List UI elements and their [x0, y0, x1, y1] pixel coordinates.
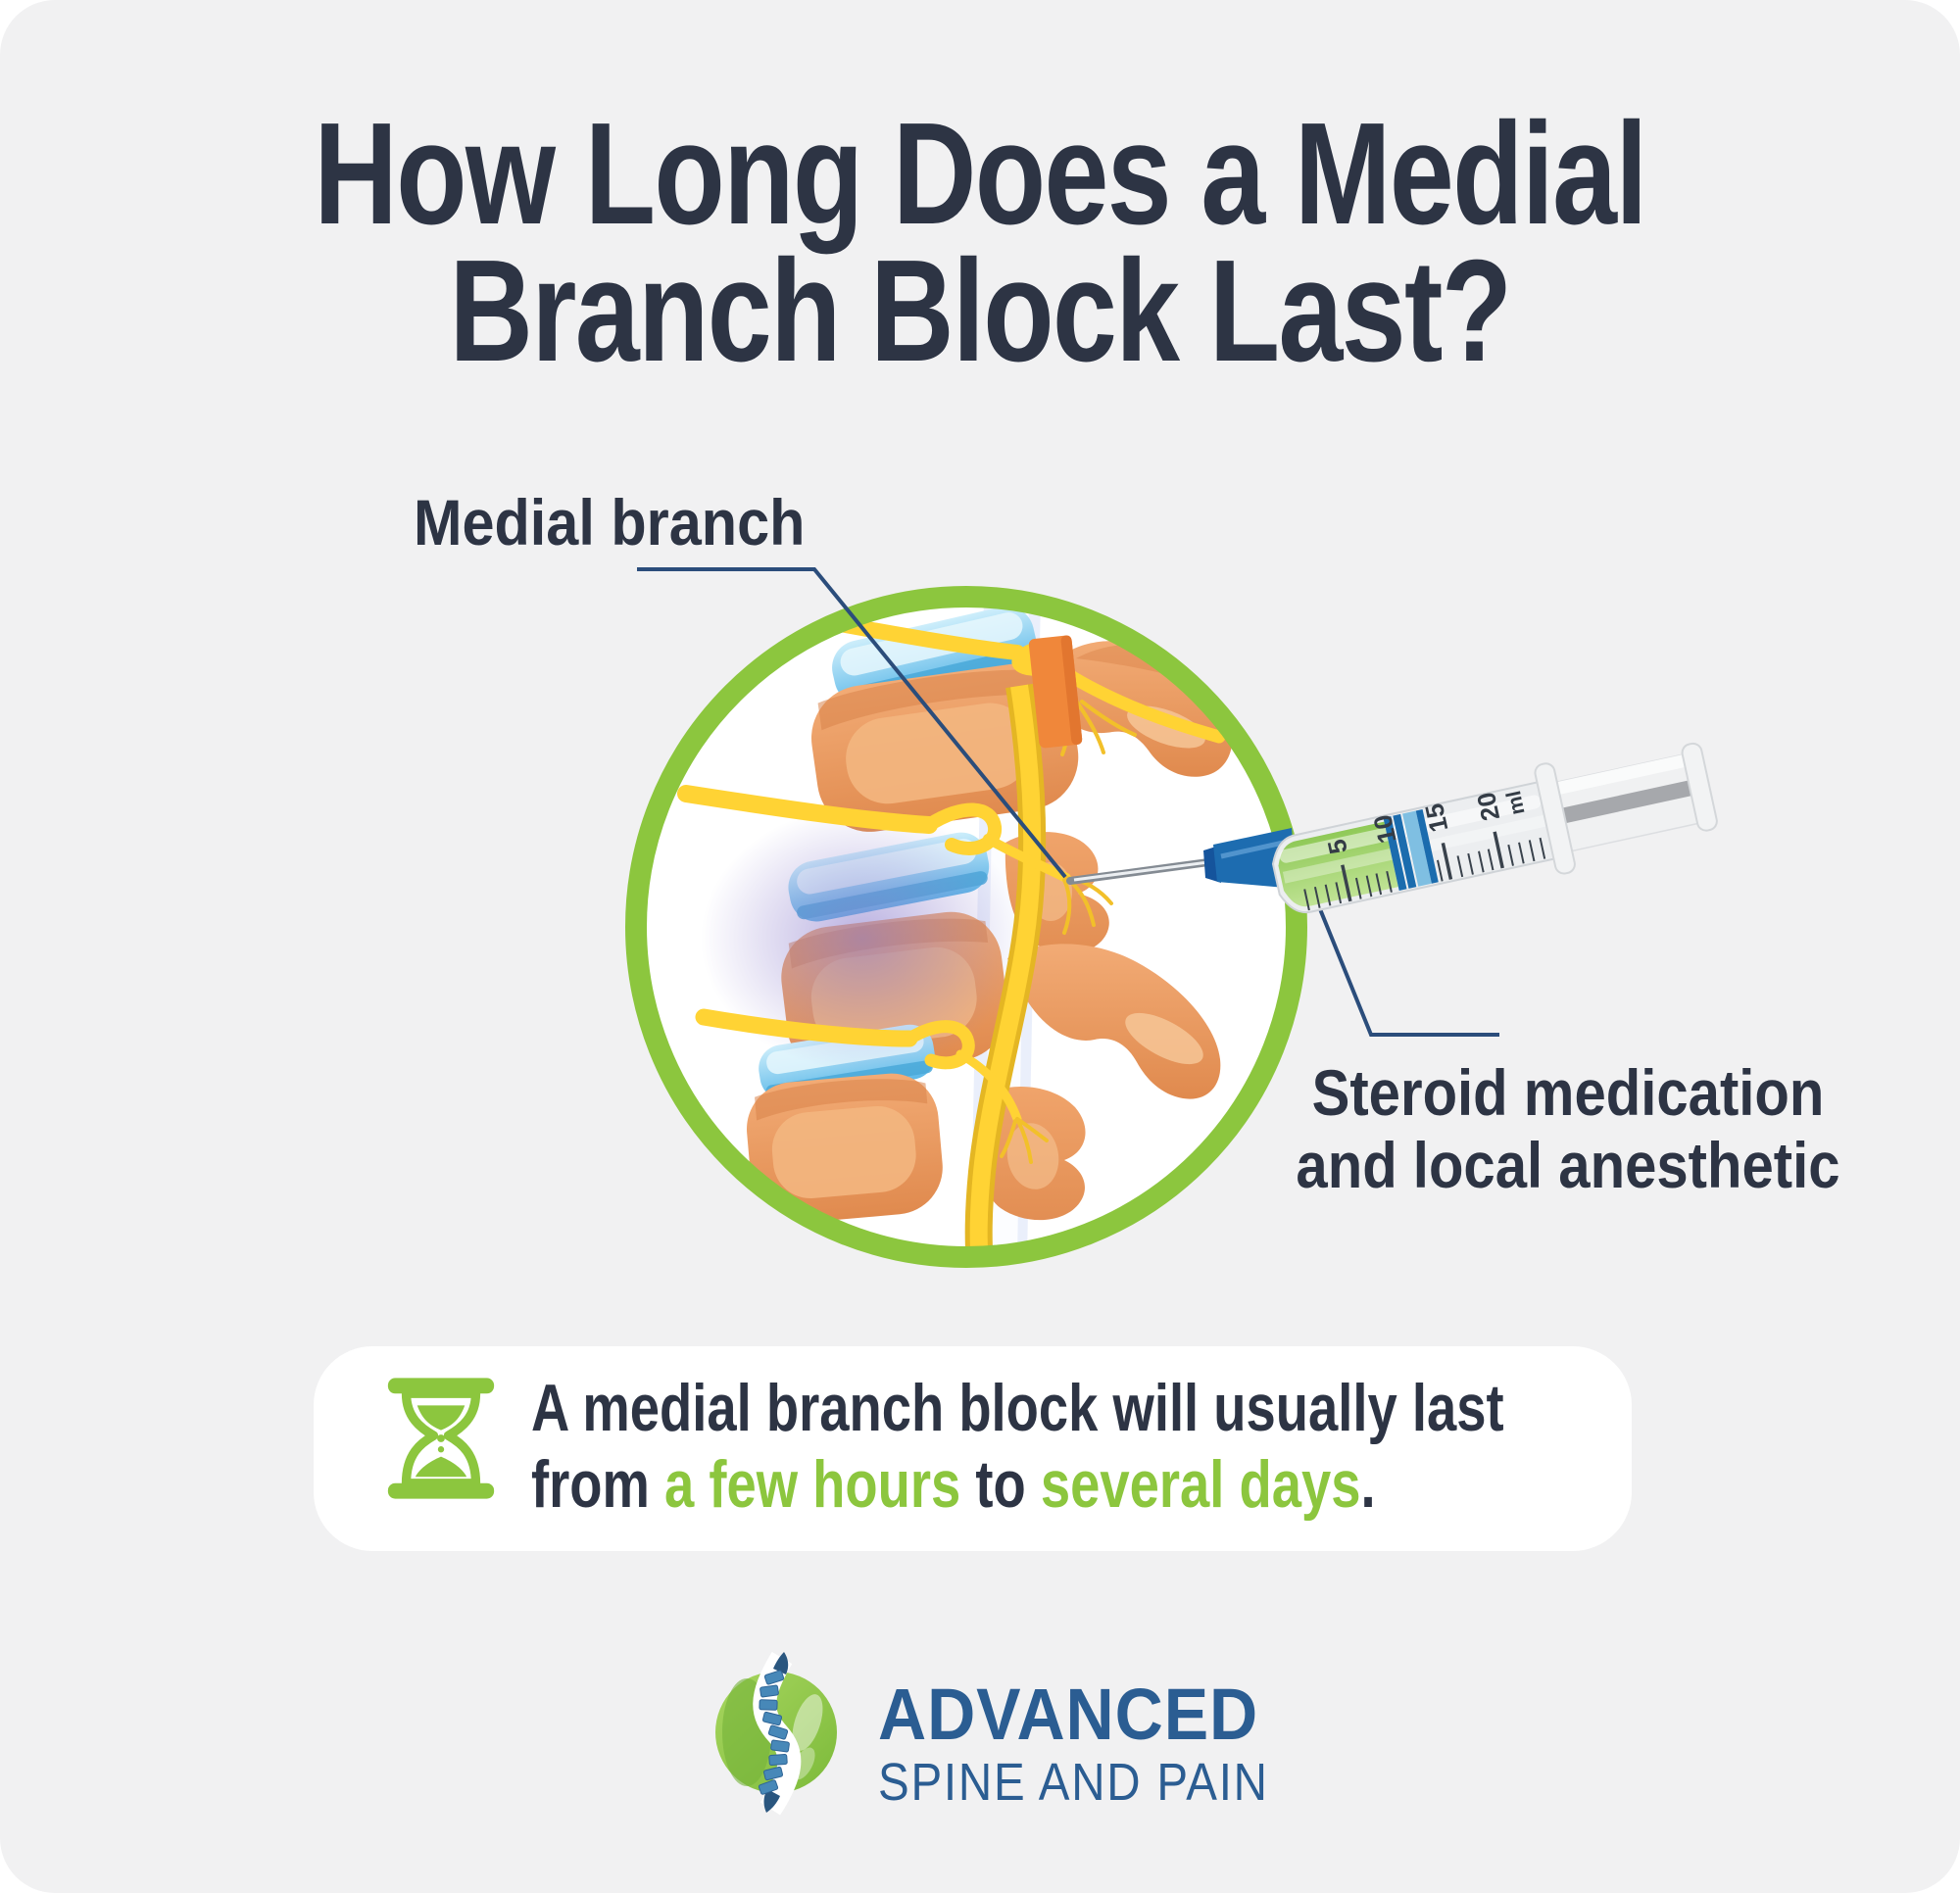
scale-label-15: 15 — [1419, 801, 1453, 835]
medial-branch-label: Medial branch — [414, 486, 806, 558]
pain-glow — [701, 806, 1024, 1071]
syringe: 5 10 15 20 ml — [1271, 742, 1718, 914]
duration-several-days: several days — [1040, 1447, 1361, 1522]
duration-few-hours: a few hours — [664, 1447, 961, 1522]
title-line2: Branch Block Last? — [449, 230, 1512, 392]
plunger-seal — [1383, 808, 1439, 891]
plunger-thumb-rest — [1681, 742, 1718, 832]
barrel-flange — [1534, 762, 1576, 875]
leader-line-steroid — [1314, 898, 1499, 1037]
nerve-bottom — [695, 1008, 918, 1047]
lower-transverse-process — [1007, 944, 1221, 1099]
medial-branch-nerve — [983, 834, 1071, 883]
hourglass-icon — [387, 1378, 495, 1499]
scale-label-10: 10 — [1367, 812, 1401, 847]
needle — [1066, 856, 1227, 885]
green-ring — [625, 586, 1307, 1268]
title-line1: How Long Does a Medial — [314, 93, 1647, 255]
spine-art — [677, 604, 1233, 1250]
pedicle-bar — [1028, 635, 1083, 749]
syringe-scale — [1303, 831, 1546, 911]
summary-line1: A medial branch block will usually last — [531, 1371, 1504, 1445]
scale-label-5: 5 — [1322, 837, 1353, 857]
scale-unit-ml: ml — [1502, 789, 1530, 817]
nerve-middle — [677, 785, 938, 834]
leader-line-medial-branch — [637, 567, 1067, 879]
vertebra-bottom — [747, 1073, 943, 1224]
scale-label-20: 20 — [1471, 790, 1505, 824]
